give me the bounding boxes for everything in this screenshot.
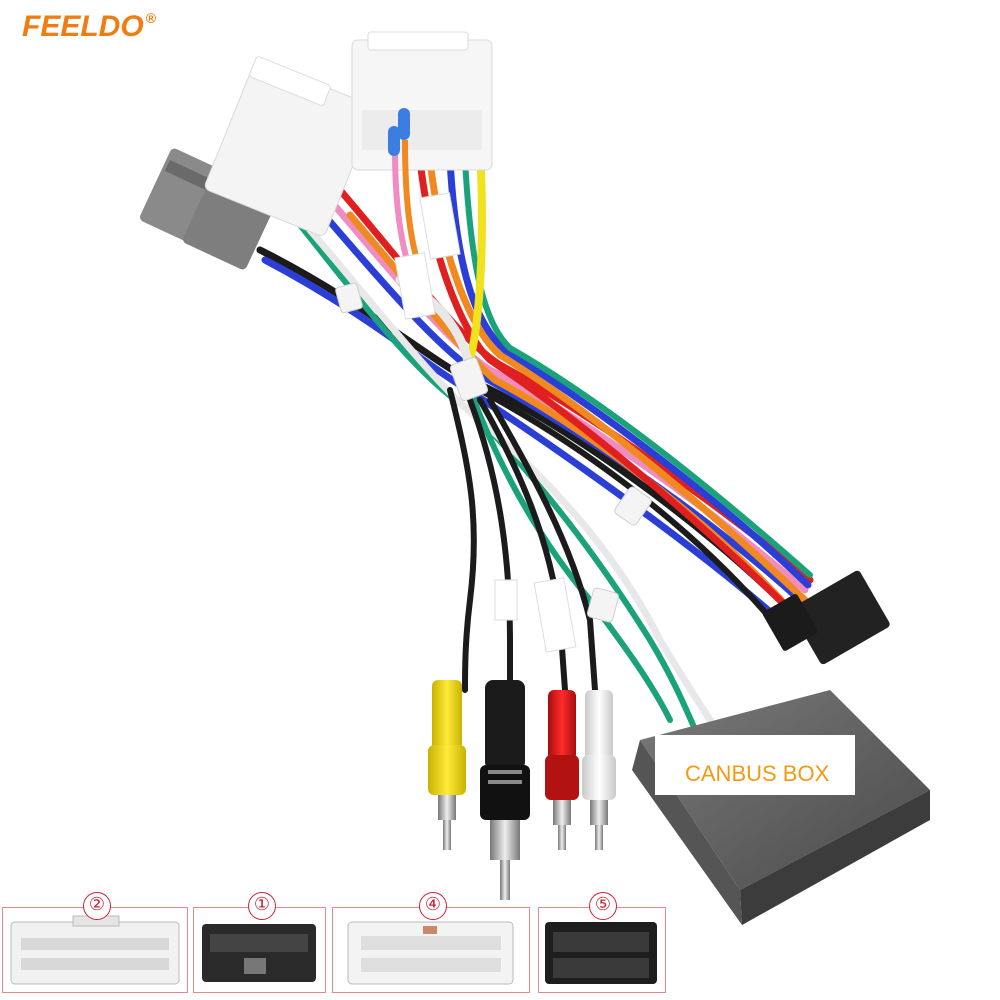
rca-red <box>545 690 579 850</box>
antenna-plug <box>480 680 530 900</box>
connector-5-image <box>545 922 657 984</box>
connector-card-5: ⑤ <box>538 892 666 993</box>
wire-tags <box>394 192 577 653</box>
connector-number-5: ⑤ <box>589 892 617 920</box>
connector-number-2: ② <box>83 892 111 920</box>
wire-bundle <box>256 146 814 743</box>
canbus-box: CANBUS BOX <box>632 690 930 925</box>
connector-2-image <box>10 915 180 985</box>
connector-1-image <box>202 924 316 982</box>
canbus-label: CANBUS BOX <box>685 761 830 786</box>
connector-number-4: ④ <box>419 892 447 920</box>
connector-card-2: ② <box>2 892 188 993</box>
brand-name: FEELDO <box>22 10 144 43</box>
iso-connector <box>762 570 890 665</box>
connector-card-4: ④ <box>332 892 530 993</box>
brand-logo: FEELDO® <box>22 10 156 44</box>
white-connector-right <box>351 31 493 171</box>
connector-card-1: ① <box>193 892 326 993</box>
connector-4-image <box>347 921 514 985</box>
brand-mark: ® <box>145 10 156 26</box>
rca-yellow <box>428 680 466 850</box>
cable-ties <box>335 282 652 623</box>
rca-white <box>582 690 616 850</box>
white-connector-left <box>204 56 376 236</box>
connector-number-1: ① <box>248 892 276 920</box>
